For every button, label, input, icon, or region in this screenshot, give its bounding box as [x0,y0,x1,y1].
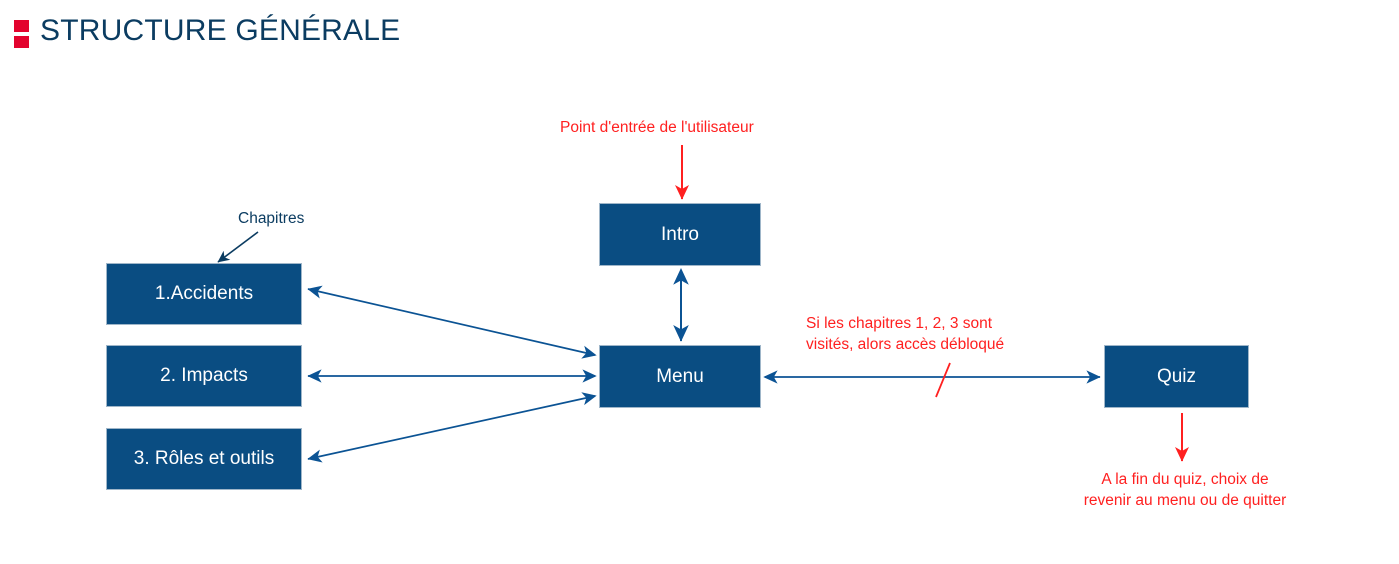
logo-square-top [14,20,29,32]
annotation-chapters-label: Chapitres [238,210,305,227]
annotation-entry-point: Point d'entrée de l'utilisateur [560,119,754,136]
annotation-unlock-rule: Si les chapitres 1, 2, 3 sont visités, a… [806,315,1005,353]
node-chapter-2-impacts[interactable]: 2. Impacts [106,345,302,407]
node-chapter-3-roles-et-outils[interactable]: 3. Rôles et outils [106,428,302,490]
node-chapter-1-accidents[interactable]: 1.Accidents [106,263,302,325]
annotation-end-of-quiz: A la fin du quiz, choix de revenir au me… [1083,471,1287,509]
edge-chapitreslabel-to-chap1 [217,231,259,263]
page-header: STRUCTURE GÉNÉRALE [0,0,1399,70]
edge-menu-chap3 [307,392,597,463]
condition-slash-marker [935,362,951,398]
edge-menu-chap1 [307,285,597,359]
node-quiz[interactable]: Quiz [1104,345,1249,408]
node-menu[interactable]: Menu [599,345,761,408]
logo-square-bottom [14,36,29,48]
page-title: STRUCTURE GÉNÉRALE [40,14,401,47]
two-red-squares-icon [14,20,30,48]
node-intro[interactable]: Intro [599,203,761,266]
